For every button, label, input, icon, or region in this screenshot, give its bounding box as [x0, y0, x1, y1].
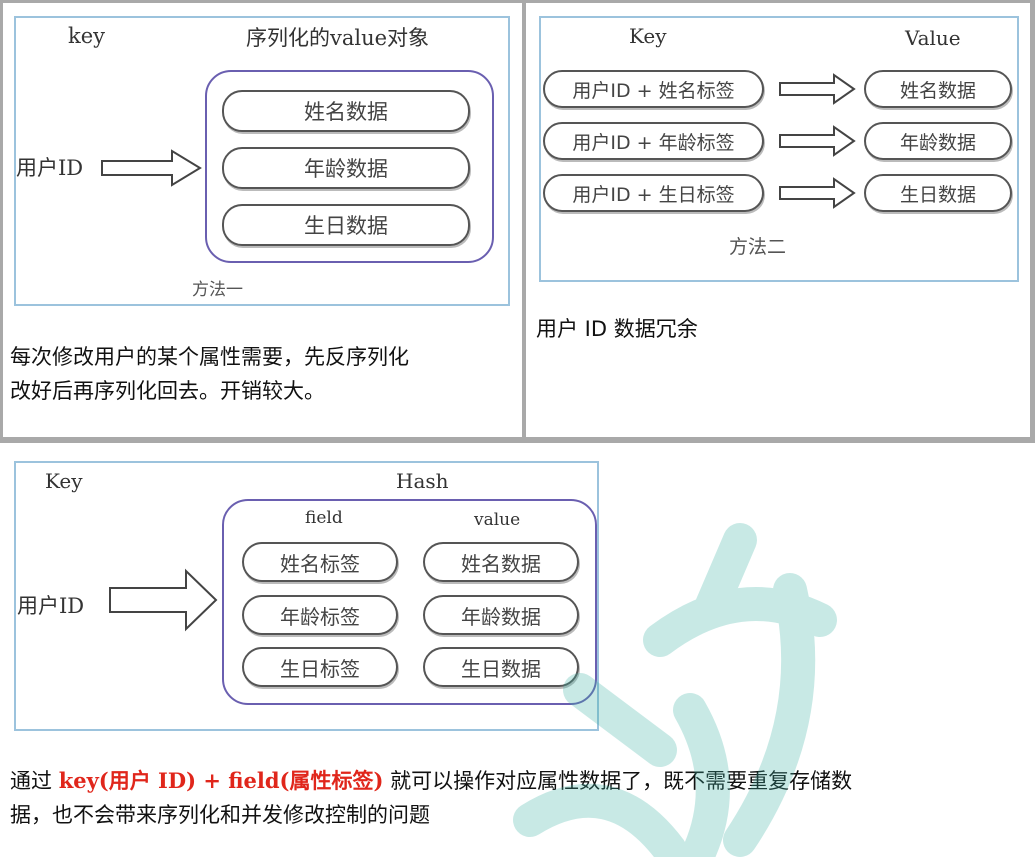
table-border-top	[0, 0, 1035, 3]
table-border-middle	[522, 0, 526, 442]
method1-caption-line2: 改好后再序列化回去。开销较大。	[10, 379, 325, 403]
method1-item-2: 生日数据	[222, 204, 470, 246]
method3-value-0: 姓名数据	[423, 542, 579, 582]
method3-caption-rest: 就可以操作对应属性数据了，既不需要重复存储数	[383, 769, 853, 793]
method1-key-label: key	[68, 24, 106, 48]
method3-value-2: 生日数据	[423, 647, 579, 687]
method1-arrow-icon	[101, 149, 202, 187]
method3-field-1: 年龄标签	[242, 595, 398, 635]
method1-caption: 每次修改用户的某个属性需要，先反序列化 改好后再序列化回去。开销较大。	[10, 340, 409, 408]
table-border-left	[0, 0, 3, 442]
method3-caption-prefix: 通过	[10, 769, 59, 793]
method1-item-0: 姓名数据	[222, 90, 470, 132]
method2-value-2: 生日数据	[864, 174, 1012, 212]
method1-caption-line1: 每次修改用户的某个属性需要，先反序列化	[10, 345, 409, 369]
method2-key-2: 用户ID + 生日标签	[543, 174, 764, 212]
method3-hash-label: Hash	[396, 469, 449, 493]
table-border-right	[1030, 0, 1035, 442]
method3-field-label: field	[305, 508, 343, 528]
method3-field-0: 姓名标签	[242, 542, 398, 582]
table-border-row	[0, 437, 1035, 443]
method2-key-0: 用户ID + 姓名标签	[543, 70, 764, 108]
method1-method-name: 方法一	[192, 280, 243, 300]
method2-arrow-icon-0	[779, 73, 856, 105]
method3-user-id: 用户ID	[17, 594, 85, 618]
method2-arrow-icon-1	[779, 125, 856, 157]
method3-caption: 通过 key(用户 ID) + field(属性标签) 就可以操作对应属性数据了…	[10, 764, 1025, 832]
method2-caption: 用户 ID 数据冗余	[536, 317, 698, 341]
method3-caption-line2: 据，也不会带来序列化和并发修改控制的问题	[10, 803, 430, 827]
method3-key-label: Key	[45, 469, 83, 493]
method1-value-label: 序列化的value对象	[246, 26, 430, 50]
method3-arrow-icon	[109, 568, 218, 632]
method2-value-1: 年龄数据	[864, 122, 1012, 160]
method2-key-label: Key	[629, 24, 667, 48]
method3-caption-highlight: key(用户 ID) + field(属性标签)	[58, 768, 384, 793]
method3-value-label: value	[474, 510, 521, 530]
watermark-logo-icon	[513, 523, 837, 857]
method1-item-1: 年龄数据	[222, 147, 470, 189]
method3-field-2: 生日标签	[242, 647, 398, 687]
method2-method-name: 方法二	[729, 236, 787, 258]
method2-value-label: Value	[905, 26, 961, 50]
method3-caption-line1: 通过 key(用户 ID) + field(属性标签) 就可以操作对应属性数据了…	[10, 764, 1025, 798]
method2-arrow-icon-2	[779, 177, 856, 209]
method2-key-1: 用户ID + 年龄标签	[543, 122, 764, 160]
method1-user-id: 用户ID	[16, 156, 84, 180]
method3-value-1: 年龄数据	[423, 595, 579, 635]
method2-value-0: 姓名数据	[864, 70, 1012, 108]
